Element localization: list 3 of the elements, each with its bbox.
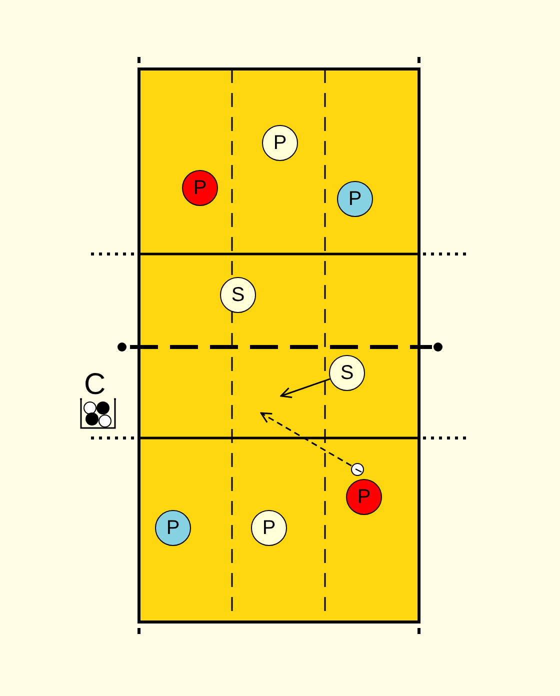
arrow xyxy=(260,412,352,466)
coach-label: C xyxy=(84,370,106,400)
arrow xyxy=(280,378,330,398)
